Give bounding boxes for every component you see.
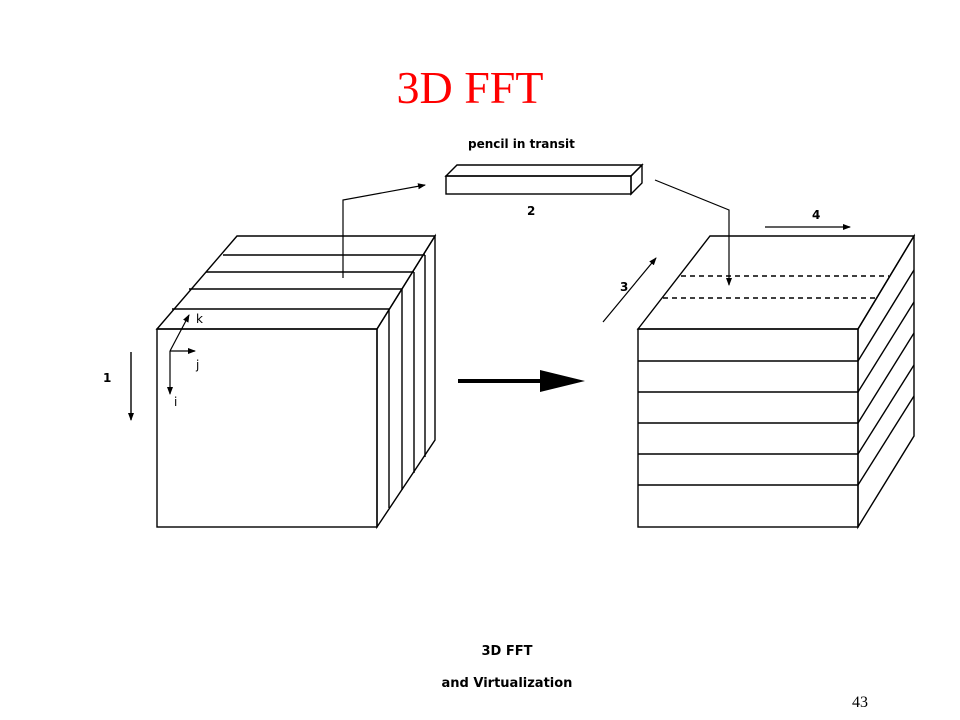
right-cube-side-face	[857, 233, 915, 530]
right-cube-side-slab-2	[857, 301, 915, 393]
left-cube-side-face	[376, 233, 436, 530]
caption-line-1: 3D FFT	[482, 644, 533, 659]
pencil-front-face	[445, 175, 632, 195]
step2-label: 2	[527, 204, 535, 218]
i-axis-label: i	[174, 395, 177, 409]
right-cube-top-face	[636, 235, 916, 330]
step3-arrow	[602, 257, 657, 323]
right-cube-side-slab-5	[857, 395, 915, 486]
right-cube-front-face	[637, 328, 859, 528]
k-axis	[169, 314, 190, 352]
pencil-out-arrow	[342, 183, 426, 278]
pencil-top-face	[444, 164, 644, 177]
page-number: 43	[852, 694, 868, 711]
step4-label: 4	[812, 208, 820, 222]
transform-arrow-head	[540, 370, 585, 392]
caption-line-2: and Virtualization	[442, 676, 573, 691]
right-cube	[636, 233, 916, 530]
right-cube-side-slab-1	[857, 269, 915, 362]
pencil-in-arrow	[654, 179, 732, 286]
transform-arrow	[458, 370, 585, 392]
left-cube-front-face	[156, 328, 378, 528]
right-cube-side-slab-4	[857, 364, 915, 455]
right-cube-side-slab-3	[857, 332, 915, 424]
pencil-side-face	[630, 163, 643, 196]
slide-title: 3D FFT	[396, 62, 544, 113]
step3-label: 3	[620, 280, 628, 294]
axis-triad	[167, 314, 196, 395]
left-cube	[155, 233, 437, 530]
pencil	[444, 163, 644, 196]
j-axis-label: j	[195, 358, 199, 372]
pencil-label: pencil in transit	[468, 137, 575, 151]
step1-label: 1	[103, 371, 111, 385]
k-axis-label: k	[196, 312, 203, 326]
